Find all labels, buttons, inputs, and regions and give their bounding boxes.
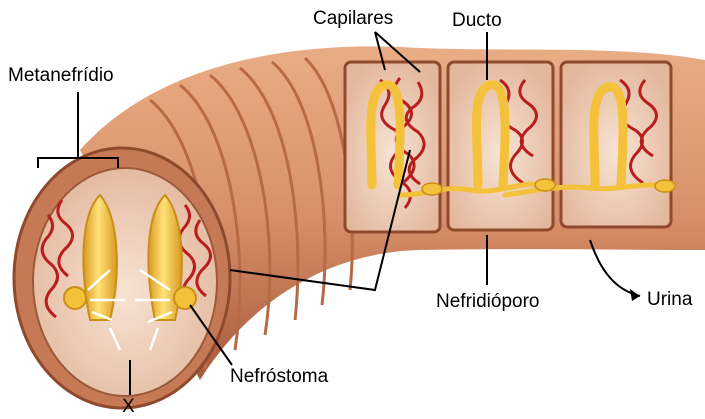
urina-arrowhead <box>630 289 640 301</box>
label-capilares: Capilares <box>313 9 393 28</box>
label-ducto: Ducto <box>452 11 502 30</box>
label-metanefridio: Metanefrídio <box>8 66 114 85</box>
label-urina: Urina <box>647 290 692 309</box>
label-nefrostoma: Nefróstoma <box>230 367 328 386</box>
label-nefridioporo: Nefridióporo <box>436 292 540 311</box>
label-x: X <box>122 397 135 416</box>
